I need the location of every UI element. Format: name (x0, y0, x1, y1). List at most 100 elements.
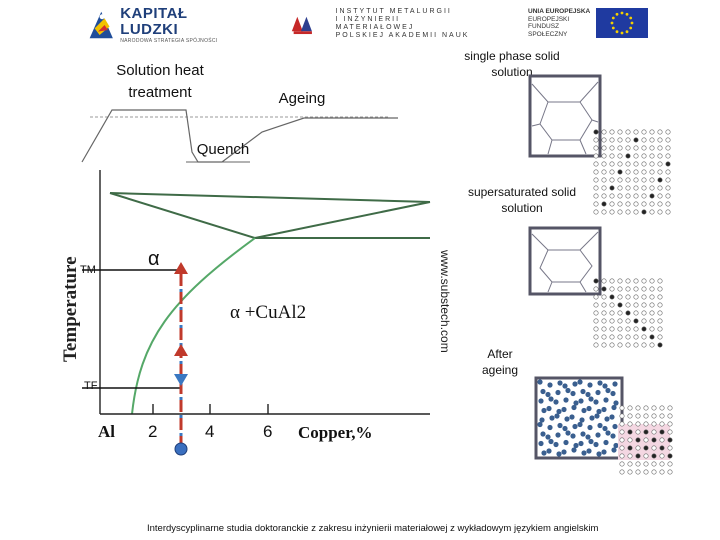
precipitate-particle (593, 441, 599, 448)
lattice-atom (641, 294, 647, 300)
lattice-atom (619, 405, 625, 411)
lattice-atom (649, 153, 655, 159)
lattice-atom (651, 429, 657, 435)
lattice-atom (659, 461, 665, 467)
imim-line-1: INSTYTUT METALURGII (335, 8, 452, 15)
lattice-atom (667, 429, 673, 435)
lattice-atom (659, 437, 665, 443)
lattice-atom (617, 161, 623, 167)
lattice-atom (633, 334, 639, 340)
precipitate-particle (611, 447, 617, 453)
lattice-atom (625, 193, 631, 199)
lattice-atom (593, 193, 599, 199)
precipitate-particle (577, 421, 583, 428)
lattice-atom (609, 334, 615, 340)
precipitate-particle (581, 450, 587, 456)
lattice-atom (641, 145, 647, 151)
lattice-atom (593, 286, 599, 292)
lattice-atom (665, 193, 671, 199)
lattice-atom (659, 421, 665, 427)
precipitate-particle (553, 441, 559, 448)
lattice-atom (609, 129, 615, 135)
lattice-atom (649, 137, 655, 143)
eu-line-3: FUNDUSZ SPOŁECZNY (528, 23, 568, 38)
precipitate-particle (541, 407, 547, 414)
lattice-atom (633, 302, 639, 308)
after-ageing-label: After ageing (481, 347, 519, 377)
precipitate-particle (588, 396, 594, 402)
precipitate-particle (545, 391, 551, 398)
lattice-atom (601, 161, 607, 167)
lattice-atom (635, 405, 641, 411)
lattice-atom (593, 318, 599, 324)
lattice-atom (651, 421, 657, 427)
lattice-atom (617, 201, 623, 207)
precipitate-particle (572, 423, 578, 430)
lattice-atom (665, 137, 671, 143)
lattice-atom (625, 326, 631, 332)
lattice-atom (633, 169, 639, 175)
lattice-atom (625, 185, 631, 191)
lattice-atom (667, 437, 673, 443)
imim-pan-logo: INSTYTUT METALURGII I INŻYNIERII MATERIA… (290, 8, 470, 40)
lattice-atom (657, 201, 663, 207)
start-point-marker (174, 442, 188, 456)
lattice-atom (657, 278, 663, 284)
lattice-atom (659, 453, 665, 459)
lattice-atom (657, 209, 663, 215)
lattice-atom (627, 421, 633, 427)
lattice-atom (617, 318, 623, 324)
precipitate-particle (548, 438, 554, 445)
lattice-atom (627, 429, 633, 435)
lattice-atom (601, 294, 607, 300)
lattice-atom (609, 318, 615, 324)
atomic-lattice-3 (618, 405, 673, 475)
lattice-atom (649, 161, 655, 167)
lattice-atom (649, 145, 655, 151)
precipitate-particle (556, 408, 562, 415)
lattice-atom (609, 185, 615, 191)
lattice-atom (635, 461, 641, 467)
precipitate-particle (586, 405, 592, 412)
precipitate-particle (540, 431, 546, 437)
precipitate-particle (578, 398, 584, 404)
lattice-atom (641, 302, 647, 308)
lattice-atom (659, 405, 665, 411)
lattice-atom (617, 294, 623, 300)
lattice-atom (617, 302, 623, 308)
lattice-atom (643, 461, 649, 467)
lattice-atom (619, 437, 625, 443)
precipitate-particle (594, 413, 600, 419)
lattice-atom (601, 334, 607, 340)
footer-text: Interdyscyplinarne studia doktoranckie z… (147, 523, 599, 534)
precipitate-particle (609, 414, 615, 420)
precipitate-particle (573, 400, 579, 406)
lattice-atom (643, 413, 649, 419)
lattice-atom (635, 469, 641, 475)
lattice-atom (625, 201, 631, 207)
lattice-atom (609, 286, 615, 292)
lattice-atom (601, 169, 607, 175)
precipitate-particle (597, 422, 603, 429)
lattice-atom (625, 209, 631, 215)
precipitate-particle (585, 391, 591, 398)
lattice-atom (593, 201, 599, 207)
precipitate-particle (596, 408, 602, 415)
lattice-atom (619, 461, 625, 467)
lattice-atom (633, 342, 639, 348)
lattice-atom (649, 302, 655, 308)
lattice-atom (633, 278, 639, 284)
precipitate-particle (597, 380, 603, 386)
lattice-atom (609, 294, 615, 300)
precipitate-particle (570, 433, 576, 439)
lattice-atom (633, 310, 639, 316)
lattice-atom (665, 185, 671, 191)
lattice-atom (633, 153, 639, 159)
lattice-atom (665, 201, 671, 207)
lattice-atom (627, 437, 633, 443)
lattice-atom (593, 153, 599, 159)
lattice-atom (665, 145, 671, 151)
lattice-atom (627, 469, 633, 475)
precipitate-particle (553, 399, 559, 405)
precipitate-particle (538, 440, 544, 447)
